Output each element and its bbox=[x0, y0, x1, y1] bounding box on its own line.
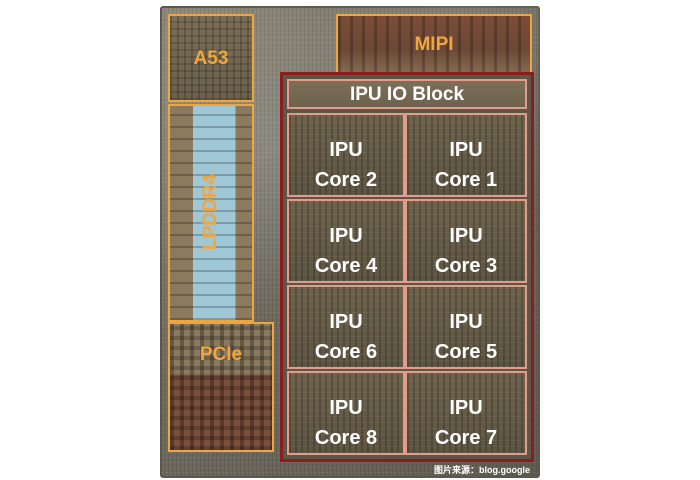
core-label: IPU Core 4 bbox=[289, 221, 403, 281]
core-label-line2: Core 5 bbox=[434, 341, 498, 363]
lpddr4-label: LPDDR4 bbox=[200, 174, 221, 251]
ipu-core-3: IPU Core 3 bbox=[405, 199, 527, 283]
ipu-io-block: IPU IO Block bbox=[287, 79, 527, 109]
core-label: IPU Core 7 bbox=[407, 393, 525, 453]
core-label-line1: IPU bbox=[449, 397, 483, 419]
core-label-line2: Core 4 bbox=[314, 255, 378, 277]
chip-die: A53 MIPI LPDDR4 PCIe IPU IO Block IPU Co… bbox=[160, 6, 540, 478]
ipu-core-1: IPU Core 1 bbox=[405, 113, 527, 197]
core-label: IPU Core 5 bbox=[407, 307, 525, 367]
core-label-line1: IPU bbox=[329, 397, 363, 419]
ipu-core-4: IPU Core 4 bbox=[287, 199, 405, 283]
core-label: IPU Core 1 bbox=[407, 135, 525, 195]
ipu-core-2: IPU Core 2 bbox=[287, 113, 405, 197]
core-label-line1: IPU bbox=[449, 139, 483, 161]
ipu-io-label: IPU IO Block bbox=[349, 84, 465, 105]
core-label-line2: Core 3 bbox=[434, 255, 498, 277]
ipu-core-7: IPU Core 7 bbox=[405, 371, 527, 455]
image-source-note: 图片来源：blog.google bbox=[434, 465, 530, 475]
ipu-core-5: IPU Core 5 bbox=[405, 285, 527, 369]
pcie-block: PCIe bbox=[168, 322, 274, 452]
core-label: IPU Core 3 bbox=[407, 221, 525, 281]
core-label-line2: Core 8 bbox=[314, 427, 378, 449]
core-label-line1: IPU bbox=[449, 311, 483, 333]
core-label: IPU Core 2 bbox=[289, 135, 403, 195]
mipi-label: MIPI bbox=[414, 34, 454, 55]
pcie-label: PCIe bbox=[199, 344, 243, 365]
core-label-line2: Core 2 bbox=[314, 169, 378, 191]
core-label-line2: Core 7 bbox=[434, 427, 498, 449]
core-label: IPU Core 8 bbox=[289, 393, 403, 453]
core-label-line1: IPU bbox=[329, 225, 363, 247]
core-label: IPU Core 6 bbox=[289, 307, 403, 367]
mipi-block: MIPI bbox=[336, 14, 532, 74]
lpddr4-block: LPDDR4 bbox=[168, 104, 254, 322]
core-label-line1: IPU bbox=[449, 225, 483, 247]
core-label-line2: Core 6 bbox=[314, 341, 378, 363]
a53-label: A53 bbox=[193, 48, 229, 69]
ipu-block: IPU IO Block IPU Core 2 IPU Core 1 IPU C… bbox=[280, 72, 534, 462]
ipu-core-6: IPU Core 6 bbox=[287, 285, 405, 369]
a53-block: A53 bbox=[168, 14, 254, 102]
core-label-line1: IPU bbox=[329, 139, 363, 161]
ipu-core-8: IPU Core 8 bbox=[287, 371, 405, 455]
core-label-line1: IPU bbox=[329, 311, 363, 333]
core-label-line2: Core 1 bbox=[434, 169, 498, 191]
